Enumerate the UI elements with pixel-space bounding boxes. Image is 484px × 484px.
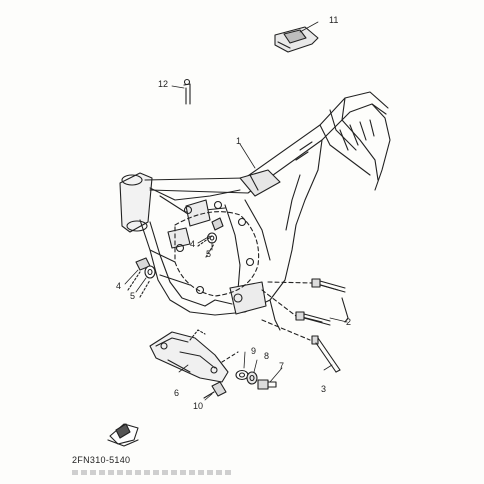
parts-7-8-9-hardware	[235, 369, 277, 390]
part-10-plug	[203, 381, 227, 399]
callout-6: 6	[174, 388, 180, 398]
callout-11: 11	[329, 15, 339, 25]
fuel-symbol	[107, 423, 139, 447]
callout-8: 8	[264, 351, 270, 361]
callout-4-inner: 4	[190, 239, 196, 249]
callout-12: 12	[158, 79, 169, 89]
part-2-bolts	[261, 278, 349, 326]
part-6-bracket	[149, 329, 239, 383]
part-code: 2FN310-5140	[72, 455, 131, 465]
part-4-5-left-hardware	[127, 257, 156, 298]
part-3-bolt	[261, 319, 341, 373]
part-11-clip	[274, 26, 319, 53]
leader-lines	[124, 21, 348, 401]
footer-strip	[72, 470, 232, 475]
callout-10: 10	[193, 401, 204, 411]
callout-5-inner: 5	[206, 249, 212, 259]
part-1-frame	[119, 91, 391, 331]
callout-7: 7	[279, 361, 285, 371]
callout-4-left: 4	[116, 281, 122, 291]
callout-3: 3	[321, 384, 327, 394]
part-12-pin	[183, 78, 191, 105]
callout-2: 2	[346, 317, 352, 327]
callout-9: 9	[251, 346, 257, 356]
callout-5-left: 5	[130, 291, 136, 301]
callout-1: 1	[236, 136, 242, 146]
